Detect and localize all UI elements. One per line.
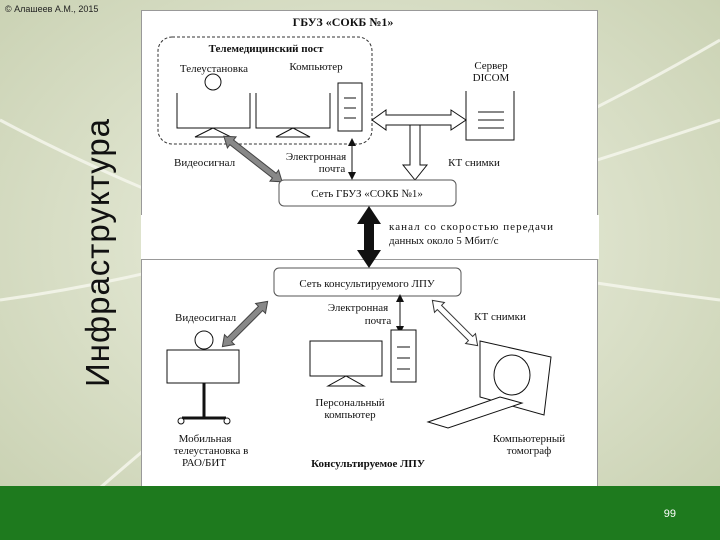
tomograph-label-1: Компьютерный xyxy=(493,433,565,445)
post-server-arrow xyxy=(371,109,467,131)
email-label-bottom-1: Электронная xyxy=(328,302,388,314)
link-label-1: канал со скоростью передачи xyxy=(389,221,553,233)
network-top-box xyxy=(278,179,457,207)
tele-unit-label: Телеустановка xyxy=(180,63,248,75)
page-number: 99 xyxy=(663,508,676,520)
top-panel-title: ГБУЗ «СОКБ №1» xyxy=(293,15,394,29)
video-signal-label-bottom: Видеосигнал xyxy=(175,312,237,324)
link-label-2: данных около 5 Мбит/с xyxy=(389,235,499,247)
footer-bar: 99 xyxy=(0,486,720,540)
mobile-tele-unit-icon xyxy=(166,330,240,425)
ct-down-arrow xyxy=(401,124,429,181)
pc-label-1: Персональный xyxy=(315,397,384,409)
network-bottom-box xyxy=(273,267,462,297)
mobile-label-3: РАО/БИТ xyxy=(182,457,226,469)
post-title: Телемедицинский пост xyxy=(209,43,324,55)
server-label-1: Сервер xyxy=(474,60,508,72)
tele-unit-icon xyxy=(176,73,251,138)
link-arrow xyxy=(357,206,381,268)
email-label-top-2: почта xyxy=(319,163,346,175)
ct-label-bottom: КТ снимки xyxy=(474,311,526,323)
computer-label: Компьютер xyxy=(289,61,343,73)
network-bottom-label: Сеть консультируемого ЛПУ xyxy=(299,278,435,290)
computer-icon xyxy=(255,82,363,138)
network-top-label: Сеть ГБУЗ «СОКБ №1» xyxy=(311,188,423,200)
video-arrow-bottom xyxy=(221,300,269,348)
ct-label-top: КТ снимки xyxy=(448,157,500,169)
tomograph-icon xyxy=(426,340,552,429)
email-label-bottom-2: почта xyxy=(365,315,392,327)
mobile-label-2: телеустановка в xyxy=(174,445,249,457)
pc-label-2: компьютер xyxy=(324,409,376,421)
server-label-2: DICOM xyxy=(473,72,510,84)
server-icon xyxy=(465,91,515,141)
email-label-top-1: Электронная xyxy=(286,151,346,163)
bottom-panel-title: Консультируемое ЛПУ xyxy=(311,458,425,470)
video-signal-label-top: Видеосигнал xyxy=(174,157,236,169)
personal-computer-icon xyxy=(309,329,417,387)
telemedicine-post-frame xyxy=(157,36,373,145)
tomograph-label-2: томограф xyxy=(507,445,551,457)
ct-arrow-bottom xyxy=(431,299,479,347)
mobile-label-1: Мобильная xyxy=(179,433,232,445)
copyright: © Алашеев А.М., 2015 xyxy=(5,4,99,14)
